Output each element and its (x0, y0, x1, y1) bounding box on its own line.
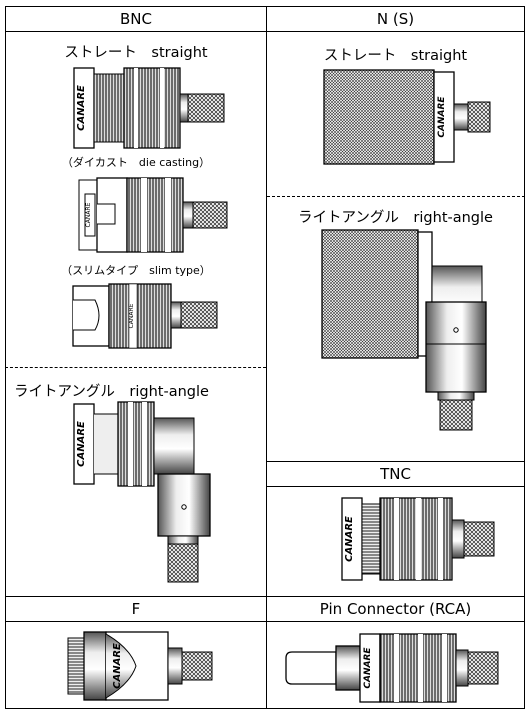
table-border-top (5, 6, 525, 8)
canare-logo: CANARE (128, 303, 135, 328)
ns-straight-connector-image: CANARE (323, 69, 491, 165)
bnc-slim-connector-image: CANARE (72, 283, 218, 349)
header-n-s: N (S) (376, 10, 415, 28)
canare-logo: CANARE (85, 202, 92, 227)
header-bnc: BNC (120, 10, 152, 28)
table-border-left (5, 6, 7, 709)
canare-logo: CANARE (363, 647, 373, 689)
f-connector-image: CANARE (67, 631, 213, 701)
bnc-straight-connector-image: CANARE (73, 67, 225, 149)
ns-straight-label: ストレート straight (323, 48, 468, 64)
table-border-bottom (5, 708, 525, 710)
bnc-right-angle-label: ライトアングル right-angle (14, 384, 209, 400)
header-rca: Pin Connector (RCA) (319, 600, 472, 618)
canare-logo: CANARE (76, 85, 87, 131)
bnc-slim-label: （スリムタイプ slim type） (61, 264, 211, 277)
ns-dashed-divider (267, 196, 525, 197)
tnc-connector-image: CANARE (341, 497, 495, 581)
canare-logo: CANARE (76, 421, 87, 467)
rca-connector-image: CANARE (285, 633, 499, 703)
ns-right-angle-label: ライトアングル right-angle (298, 210, 493, 226)
bottom-row-top-line (5, 596, 525, 598)
header-tnc: TNC (380, 465, 411, 483)
table-border-right (524, 6, 526, 709)
ns-right-angle-connector-image (321, 229, 487, 431)
bnc-diecast-label: （ダイカスト die casting） (61, 156, 211, 169)
bnc-straight-label: ストレート straight (64, 45, 208, 61)
column-divider (266, 6, 268, 709)
canare-logo: CANARE (437, 96, 447, 138)
bnc-dashed-divider (5, 367, 266, 368)
canare-logo: CANARE (112, 643, 123, 689)
bnc-diecast-connector-image: CANARE (78, 177, 228, 253)
header-underline (5, 31, 525, 33)
bottom-header-underline (5, 621, 525, 623)
canare-logo: CANARE (344, 516, 355, 562)
tnc-header-underline (266, 486, 525, 488)
header-f: F (131, 600, 141, 618)
bnc-right-angle-connector-image: CANARE (73, 401, 211, 583)
tnc-top-line (266, 461, 525, 463)
